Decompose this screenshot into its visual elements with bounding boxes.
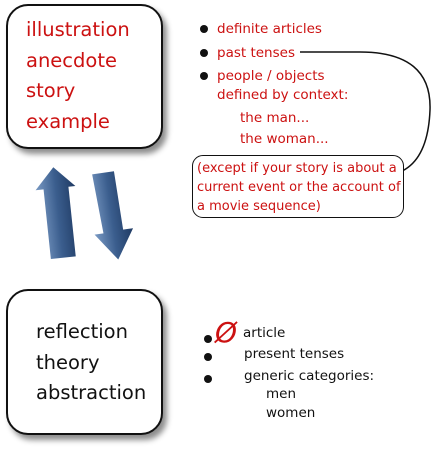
reflection-box-line: theory (36, 350, 100, 374)
note-sub-item: men (266, 386, 297, 402)
note-text: generic categories: (244, 368, 375, 384)
null-symbol-icon: Ø (215, 316, 238, 349)
example-box-words: illustration anecdote story example (26, 15, 130, 137)
reflection-box (6, 289, 163, 435)
note-continuation: defined by context: (217, 87, 349, 103)
example-box-line: example (26, 109, 110, 133)
reflection-box-line: reflection (36, 320, 128, 343)
reflection-box-line: abstraction (36, 381, 147, 404)
note-sub-item: women (266, 405, 316, 421)
bullet-dot-icon (200, 48, 208, 57)
example-box-line: story (26, 79, 76, 102)
note-sub-item: the man... (240, 110, 310, 126)
note-text: present tenses (244, 346, 345, 362)
note-text: article (243, 325, 286, 341)
bullet-dot-icon (204, 335, 212, 343)
example-box-line: illustration (26, 18, 130, 41)
reflection-box-words: reflection theory abstraction (36, 317, 146, 409)
bullet-dot-icon (200, 25, 208, 33)
down-arrow-icon (92, 171, 134, 260)
example-box (6, 4, 163, 149)
exception-note: (except if your story is about a current… (192, 155, 404, 218)
note-text: past tenses (217, 44, 295, 61)
up-arrow-icon (35, 167, 76, 260)
exception-line: a movie sequence) (197, 199, 321, 214)
exception-line: current event or the account of (197, 180, 401, 195)
note-text: definite articles (217, 21, 322, 37)
bullet-dot-icon (204, 353, 212, 361)
bullet-dot-icon (204, 375, 212, 383)
example-box-line: anecdote (26, 48, 117, 72)
note-text: people / objects (217, 68, 325, 84)
bullet-dot-icon (200, 72, 208, 80)
note-sub-item: the woman... (240, 131, 329, 147)
exception-line: (except if your story is about a (197, 161, 397, 176)
